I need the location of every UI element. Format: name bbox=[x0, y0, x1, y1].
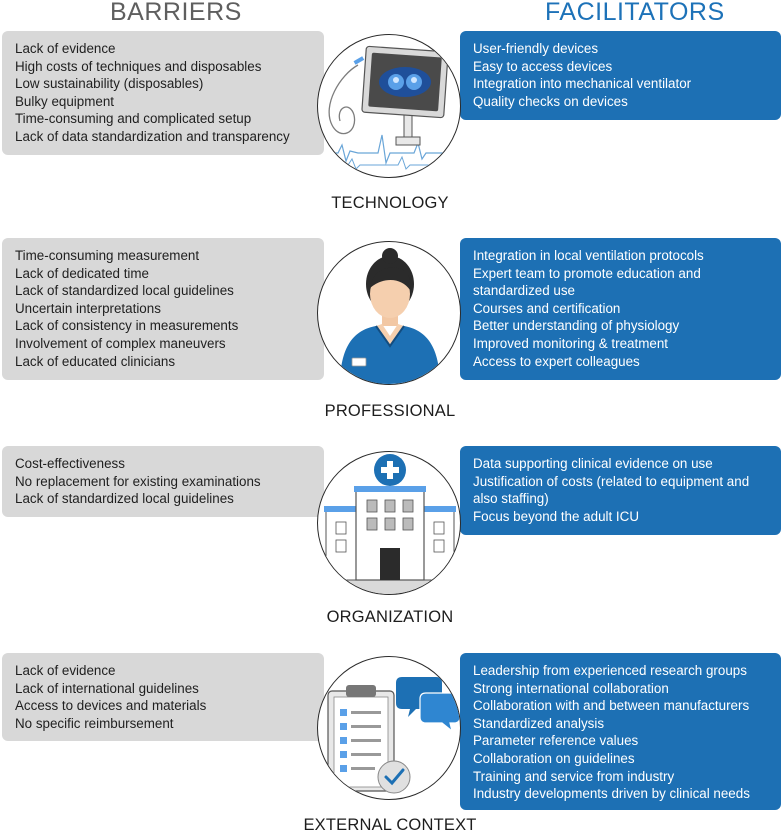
facilitator-item: Leadership from experienced research gro… bbox=[473, 663, 747, 678]
section-label-professional: PROFESSIONAL bbox=[324, 402, 456, 420]
facilitator-item: User-friendly devices bbox=[473, 41, 599, 56]
facilitator-item: Access to expert colleagues bbox=[473, 353, 640, 369]
facilitator-item: Collaboration with and between manufactu… bbox=[473, 698, 750, 714]
organization-facilitators-box: Data supporting clinical evidence on use… bbox=[460, 446, 781, 535]
section-label-external-context: EXTERNAL CONTEXT bbox=[303, 816, 477, 834]
barrier-item: Low sustainability (disposables) bbox=[15, 76, 204, 92]
organization-barriers-box: Cost-effectiveness No replacement for ex… bbox=[2, 446, 324, 517]
facilitator-item: Integration into mechanical ventilator bbox=[473, 76, 692, 92]
facilitators-column-title: FACILITATORS bbox=[545, 0, 725, 26]
barrier-item: Lack of standardized local guidelines bbox=[15, 491, 234, 507]
barrier-item: High costs of techniques and disposables bbox=[15, 58, 262, 74]
barrier-item: Lack of evidence bbox=[15, 663, 116, 678]
external-context-facilitators-box: Leadership from experienced research gro… bbox=[460, 653, 781, 810]
barrier-item: Time-consuming measurement bbox=[15, 248, 200, 263]
ventilator-monitor-icon bbox=[317, 34, 461, 178]
facilitator-item: Integration in local ventilation protoco… bbox=[473, 248, 704, 263]
clinician-icon bbox=[317, 241, 461, 385]
facilitator-item: Training and service from industry bbox=[473, 768, 675, 784]
technology-facilitators-box: User-friendly devices Easy to access dev… bbox=[460, 31, 781, 120]
barrier-item: Lack of evidence bbox=[15, 41, 116, 56]
facilitator-item: Collaboration on guidelines bbox=[473, 750, 635, 766]
facilitator-item: Easy to access devices bbox=[473, 58, 613, 74]
facilitator-item: Parameter reference values bbox=[473, 733, 639, 749]
facilitator-item: Standardized analysis bbox=[473, 715, 605, 731]
barrier-item: Lack of educated clinicians bbox=[15, 353, 176, 369]
technology-barriers-box: Lack of evidence High costs of technique… bbox=[2, 31, 324, 155]
facilitator-item: Expert team to promote education and sta… bbox=[473, 265, 701, 299]
facilitator-item: Courses and certification bbox=[473, 300, 621, 316]
barriers-column-title: BARRIERS bbox=[110, 0, 242, 26]
barrier-item: Uncertain interpretations bbox=[15, 300, 161, 316]
barrier-item: Cost-effectiveness bbox=[15, 456, 125, 471]
professional-facilitators-box: Integration in local ventilation protoco… bbox=[460, 238, 781, 380]
barrier-item: Lack of standardized local guidelines bbox=[15, 283, 234, 299]
facilitator-item: Quality checks on devices bbox=[473, 93, 628, 109]
barrier-item: Bulky equipment bbox=[15, 93, 114, 109]
professional-barriers-box: Time-consuming measurement Lack of dedic… bbox=[2, 238, 324, 380]
facilitator-item: Industry developments driven by clinical… bbox=[473, 786, 750, 802]
facilitator-item: Improved monitoring & treatment bbox=[473, 335, 668, 351]
hospital-icon bbox=[317, 451, 461, 595]
barrier-item: Lack of consistency in measurements bbox=[15, 318, 239, 334]
barrier-item: Lack of dedicated time bbox=[15, 265, 149, 281]
barrier-item: Access to devices and materials bbox=[15, 698, 207, 714]
section-label-technology: TECHNOLOGY bbox=[331, 194, 449, 212]
facilitator-item: Justification of costs (related to equip… bbox=[473, 473, 750, 507]
facilitator-item: Focus beyond the adult ICU bbox=[473, 508, 639, 524]
section-label-organization: ORGANIZATION bbox=[326, 608, 454, 626]
facilitator-item: Data supporting clinical evidence on use bbox=[473, 456, 713, 471]
barrier-item: Involvement of complex maneuvers bbox=[15, 335, 226, 351]
facilitator-item: Strong international collaboration bbox=[473, 680, 669, 696]
external-context-barriers-box: Lack of evidence Lack of international g… bbox=[2, 653, 324, 741]
barrier-item: Lack of data standardization and transpa… bbox=[15, 128, 290, 144]
barrier-item: No specific reimbursement bbox=[15, 715, 174, 731]
barrier-item: Lack of international guidelines bbox=[15, 680, 199, 696]
clipboard-chat-icon bbox=[317, 656, 461, 800]
barrier-item: No replacement for existing examinations bbox=[15, 473, 261, 489]
barrier-item: Time-consuming and complicated setup bbox=[15, 111, 252, 127]
facilitator-item: Better understanding of physiology bbox=[473, 318, 680, 334]
